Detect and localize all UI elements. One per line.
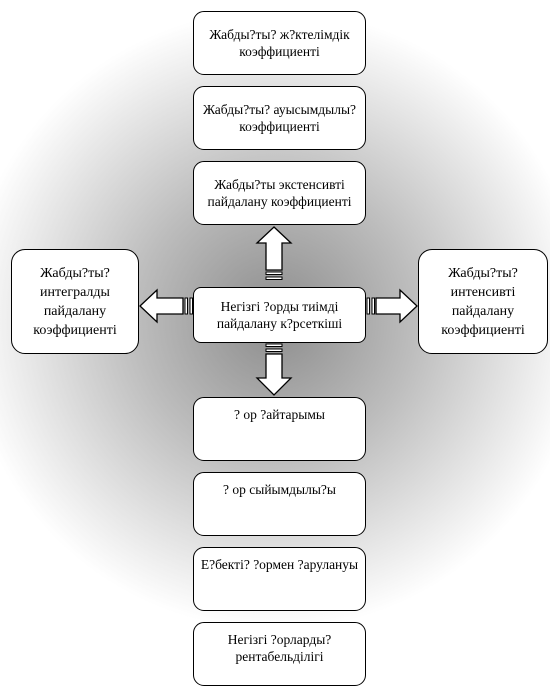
box-workload-coefficient-label: Жабды?ты? ж?ктелімдік коэффициенті: [209, 27, 350, 59]
arrow-down-icon: [255, 343, 293, 396]
arrow-right-icon: [366, 288, 418, 324]
box-capital-labor-ratio-label: Е?бекті? ?ормен ?арулануы: [200, 557, 359, 572]
box-fixed-assets-profitability-label: Негізгі ?орларды? рентабельділігі: [227, 632, 332, 664]
box-intensive-coefficient: Жабды?ты? интенсивті пайдалану коэффицие…: [418, 249, 548, 354]
box-shift-coefficient-label: Жабды?ты? ауысымдылы? коэффициенті: [202, 102, 357, 134]
arrow-left-icon: [139, 288, 193, 324]
box-integral-coefficient: Жабды?ты? интегралды пайдалану коэффицие…: [11, 249, 139, 354]
box-capital-productivity: ? ор ?айтарымы: [193, 397, 366, 461]
box-workload-coefficient: Жабды?ты? ж?ктелімдік коэффициенті: [193, 11, 366, 75]
box-central-indicator: Негізгі ?орды тиімді пайдалану к?рсеткіш…: [193, 287, 366, 343]
box-central-indicator-label: Негізгі ?орды тиімді пайдалану к?рсеткіш…: [216, 299, 343, 331]
box-extensive-coefficient: Жабды?ты экстенсивті пайдалану коэффицие…: [193, 161, 366, 225]
box-extensive-coefficient-label: Жабды?ты экстенсивті пайдалану коэффицие…: [207, 177, 352, 209]
box-integral-coefficient-label: Жабды?ты? интегралды пайдалану коэффицие…: [33, 265, 117, 338]
box-capital-intensity: ? ор сыйымдылы?ы: [193, 472, 366, 536]
box-shift-coefficient: Жабды?ты? ауысымдылы? коэффициенті: [193, 86, 366, 150]
box-capital-labor-ratio: Е?бекті? ?ормен ?арулануы: [193, 547, 366, 611]
arrow-up-icon: [255, 226, 293, 280]
box-intensive-coefficient-label: Жабды?ты? интенсивті пайдалану коэффицие…: [441, 265, 525, 338]
box-fixed-assets-profitability: Негізгі ?орларды? рентабельділігі: [193, 622, 366, 686]
box-capital-productivity-label: ? ор ?айтарымы: [234, 407, 325, 422]
box-capital-intensity-label: ? ор сыйымдылы?ы: [223, 482, 336, 497]
